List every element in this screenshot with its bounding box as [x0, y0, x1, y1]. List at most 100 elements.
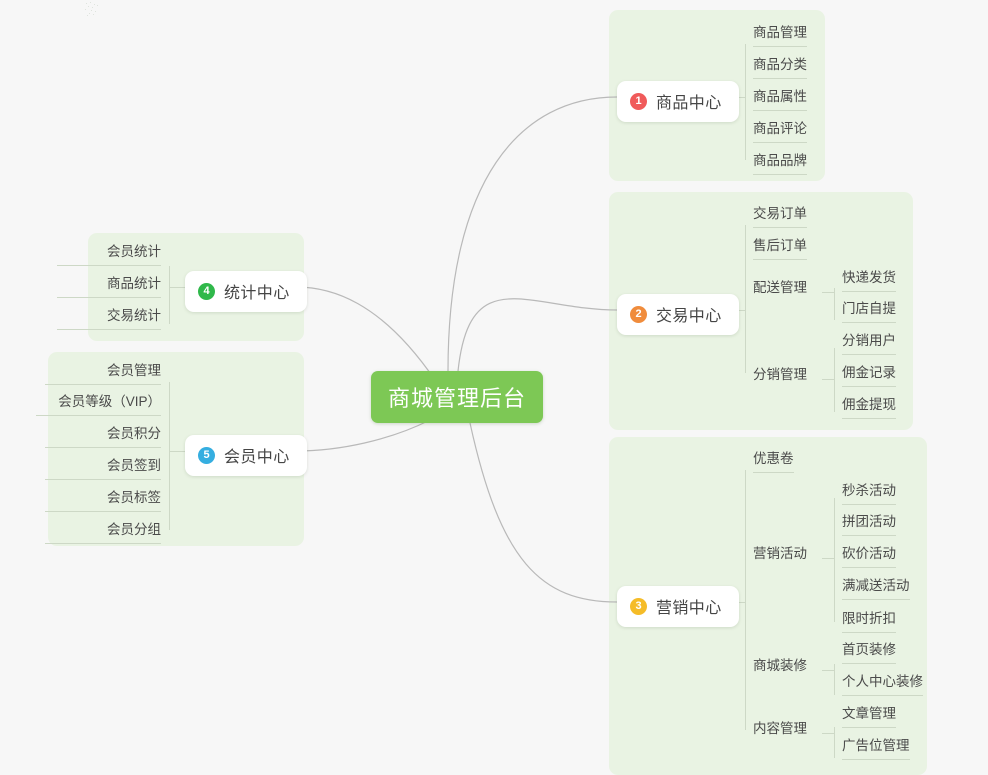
branch-label-trade: 交易中心 [656, 308, 722, 325]
bracket-spine-content [834, 727, 835, 758]
leaf-stats-2[interactable]: 商品统计 [57, 275, 161, 298]
leaf-member-4[interactable]: 会员签到 [45, 457, 161, 480]
bracket-stub-stats [169, 287, 185, 288]
leaf-decoration-2[interactable]: 个人中心装修 [842, 673, 923, 696]
bracket-stub-distribution [822, 379, 834, 380]
badge-3: 3 [630, 597, 647, 615]
leaf-label: 限时折扣 [842, 610, 896, 633]
leaf-decoration-1[interactable]: 首页装修 [842, 641, 896, 664]
leaf-label: 优惠卷 [753, 450, 794, 473]
leaf-delivery-1[interactable]: 快递发货 [842, 269, 896, 292]
bracket-spine-marketing [745, 470, 746, 730]
leaf-label: 交易订单 [753, 205, 807, 228]
leaf-member-5[interactable]: 会员标签 [45, 489, 161, 512]
leaf-label: 售后订单 [753, 237, 807, 260]
leaf-label: 商品评论 [753, 120, 807, 143]
leaf-label: 内容管理 [753, 721, 807, 736]
bracket-spine-stats [169, 266, 170, 324]
leaf-stats-1[interactable]: 会员统计 [57, 243, 161, 266]
leaf-delivery-2[interactable]: 门店自提 [842, 300, 896, 323]
leaf-label: 配送管理 [753, 280, 807, 295]
leaf-label: 营销活动 [753, 546, 807, 561]
branch-node-stats[interactable]: 4 统计中心 [185, 271, 307, 312]
badge-1: 1 [630, 92, 647, 110]
leaf-product-3[interactable]: 商品属性 [753, 88, 807, 111]
bracket-stub-member [169, 451, 185, 452]
subnode-distribution[interactable]: 分销管理 [753, 366, 807, 388]
bracket-stub-content [822, 733, 834, 734]
leaf-label: 商品分类 [753, 56, 807, 79]
leaf-label: 会员管理 [45, 362, 161, 385]
leaf-label: 会员标签 [45, 489, 161, 512]
branch-node-trade[interactable]: 2 交易中心 [617, 294, 739, 335]
subnode-content[interactable]: 内容管理 [753, 720, 807, 742]
noise-artifact [85, 2, 98, 16]
leaf-label: 快递发货 [842, 269, 896, 292]
leaf-stats-3[interactable]: 交易统计 [57, 307, 161, 330]
bracket-spine-distribution [834, 348, 835, 412]
leaf-content-2[interactable]: 广告位管理 [842, 737, 910, 760]
bracket-spine-delivery [834, 288, 835, 320]
bracket-stub-campaign [822, 558, 834, 559]
leaf-label: 广告位管理 [842, 737, 910, 760]
leaf-label: 秒杀活动 [842, 482, 896, 505]
badge-4: 4 [198, 282, 215, 300]
leaf-distribution-3[interactable]: 佣金提现 [842, 396, 896, 419]
subnode-campaign[interactable]: 营销活动 [753, 545, 807, 567]
leaf-label: 会员签到 [45, 457, 161, 480]
bracket-stub-decoration [822, 670, 834, 671]
leaf-product-4[interactable]: 商品评论 [753, 120, 807, 143]
badge-5: 5 [198, 446, 215, 464]
leaf-member-2[interactable]: 会员等级（VIP） [36, 393, 161, 416]
subnode-delivery[interactable]: 配送管理 [753, 279, 807, 301]
bracket-stub-delivery [822, 292, 834, 293]
bracket-spine-member [169, 382, 170, 530]
leaf-campaign-2[interactable]: 拼团活动 [842, 513, 896, 536]
branch-node-marketing[interactable]: 3 营销中心 [617, 586, 739, 627]
bracket-spine-trade [745, 225, 746, 373]
leaf-label: 拼团活动 [842, 513, 896, 536]
leaf-label: 商品品牌 [753, 152, 807, 175]
leaf-label: 会员积分 [45, 425, 161, 448]
leaf-label: 门店自提 [842, 300, 896, 323]
branch-node-product[interactable]: 1 商品中心 [617, 81, 739, 122]
bracket-spine-campaign [834, 498, 835, 622]
leaf-content-1[interactable]: 文章管理 [842, 705, 896, 728]
badge-2: 2 [630, 305, 647, 323]
leaf-label: 会员统计 [57, 243, 161, 266]
branch-node-member[interactable]: 5 会员中心 [185, 435, 307, 476]
leaf-campaign-4[interactable]: 满减送活动 [842, 577, 910, 600]
leaf-label: 商品属性 [753, 88, 807, 111]
leaf-label: 分销管理 [753, 367, 807, 382]
root-node[interactable]: 商城管理后台 [371, 371, 543, 423]
leaf-label: 商城装修 [753, 658, 807, 673]
leaf-product-1[interactable]: 商品管理 [753, 24, 807, 47]
leaf-member-3[interactable]: 会员积分 [45, 425, 161, 448]
bracket-spine-decoration [834, 664, 835, 695]
leaf-campaign-5[interactable]: 限时折扣 [842, 610, 896, 633]
leaf-label: 会员分组 [45, 521, 161, 544]
leaf-trade-1[interactable]: 交易订单 [753, 205, 807, 228]
leaf-label: 商品统计 [57, 275, 161, 298]
leaf-member-1[interactable]: 会员管理 [45, 362, 161, 385]
leaf-distribution-1[interactable]: 分销用户 [842, 332, 896, 355]
leaf-label: 砍价活动 [842, 545, 896, 568]
leaf-marketing-1[interactable]: 优惠卷 [753, 450, 794, 473]
leaf-campaign-3[interactable]: 砍价活动 [842, 545, 896, 568]
leaf-label: 文章管理 [842, 705, 896, 728]
leaf-member-6[interactable]: 会员分组 [45, 521, 161, 544]
leaf-label: 商品管理 [753, 24, 807, 47]
leaf-product-5[interactable]: 商品品牌 [753, 152, 807, 175]
subnode-decoration[interactable]: 商城装修 [753, 657, 807, 679]
leaf-label: 佣金记录 [842, 364, 896, 387]
leaf-campaign-1[interactable]: 秒杀活动 [842, 482, 896, 505]
leaf-product-2[interactable]: 商品分类 [753, 56, 807, 79]
bracket-spine-product [745, 44, 746, 160]
branch-label-product: 商品中心 [656, 95, 722, 112]
leaf-label: 分销用户 [842, 332, 896, 355]
leaf-trade-2[interactable]: 售后订单 [753, 237, 807, 260]
leaf-distribution-2[interactable]: 佣金记录 [842, 364, 896, 387]
branch-label-stats: 统计中心 [224, 285, 290, 302]
branch-label-member: 会员中心 [224, 449, 290, 466]
